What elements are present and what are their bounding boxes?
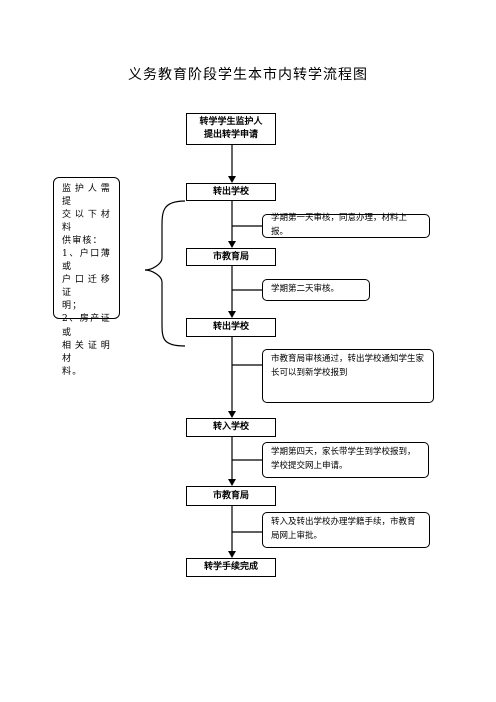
note-text: 学期第四天，家长带学生到学校报到， [271, 447, 416, 457]
note-text: 市教育局审核通过，转出学校通知学生家 [271, 354, 425, 364]
materials-note-line: 供审核： [62, 236, 103, 247]
step-label: 转学手续完成 [203, 562, 258, 573]
materials-note-line: 料。 [62, 366, 83, 377]
note-text: 学校提交网上申请。 [271, 460, 348, 471]
note-second-day: 学期第二天审核。 [262, 279, 370, 301]
step-transfer-in-school: 转入学校 [186, 418, 276, 437]
step-apply: 转学学生监护人 提出转学申请 [186, 113, 276, 145]
step-complete: 转学手续完成 [186, 558, 276, 577]
page-title: 义务教育阶段学生本市内转学流程图 [128, 67, 368, 83]
step-label: 转出学校 [212, 186, 249, 197]
step-label: 转学学生监护人 [199, 117, 263, 128]
note-fourth-day: 学期第四天，家长带学生到学校报到， 学校提交网上申请。 [262, 442, 429, 478]
note-text: 局网上审批。 [271, 530, 323, 541]
materials-note-line: 相关证明材 [62, 340, 111, 364]
note-text: 学期第二天审核。 [271, 284, 340, 295]
note-registration: 转入及转出学校办理学籍手续，市教育 局网上审批。 [262, 512, 430, 548]
step-label: 转出学校 [212, 322, 249, 333]
materials-note-line: 监护人需提 [62, 184, 111, 208]
step-education-bureau-2: 市教育局 [186, 486, 276, 506]
materials-note: 监护人需提 交以下材料 供审核： 1、户口薄或 户口迁移证 明； 2、房产证或 … [53, 177, 120, 377]
materials-note-line: 户口迁移证 [62, 275, 111, 299]
step-transfer-out-school-2: 转出学校 [186, 318, 276, 337]
materials-note-line: 1、户口薄或 [62, 249, 111, 273]
step-transfer-out-school-1: 转出学校 [186, 183, 276, 201]
note-first-day: 学期第一天审核，同意办理，材料上报。 [262, 213, 430, 238]
step-label: 市教育局 [212, 251, 249, 262]
curly-brace [144, 200, 186, 347]
step-label: 转入学校 [212, 422, 249, 433]
note-approval: 市教育局审核通过，转出学校通知学生家 长可以到新学校报到 [262, 349, 434, 403]
materials-note-line: 明； [62, 301, 83, 312]
step-label: 提出转学申请 [203, 130, 258, 140]
note-text: 转入及转出学校办理学籍手续，市教育 [271, 517, 416, 527]
step-education-bureau-1: 市教育局 [186, 248, 276, 266]
note-text: 长可以到新学校报到 [271, 367, 348, 378]
materials-note-line: 交以下材料 [62, 210, 111, 234]
note-text: 学期第一天审核，同意办理，材料上报。 [271, 213, 408, 237]
materials-note-line: 2、房产证或 [62, 314, 111, 338]
step-label: 市教育局 [212, 490, 249, 501]
